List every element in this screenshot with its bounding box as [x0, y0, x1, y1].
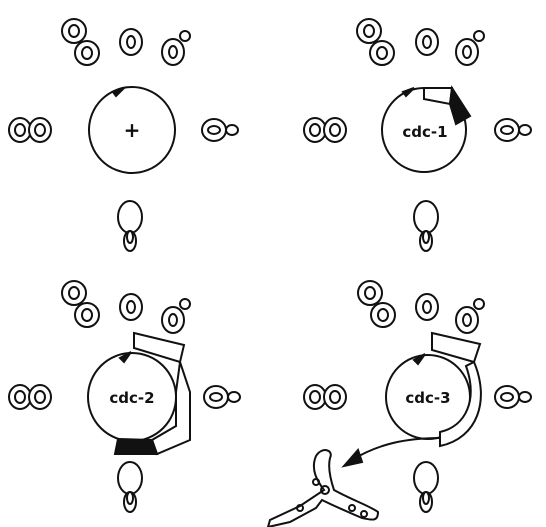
cycle-circle [88, 86, 176, 174]
panel-label: cdc-3 [405, 389, 450, 407]
arrest-block-solid [448, 85, 472, 126]
panel-label: + [124, 118, 141, 142]
panel-label: cdc-1 [402, 123, 447, 141]
cycle-arrow [118, 351, 132, 364]
panel-cdc-1: cdc-1 [303, 18, 532, 252]
cell-budded-side [494, 118, 532, 142]
cycle-arrow [412, 353, 426, 366]
panel-label: cdc-2 [109, 389, 154, 407]
cell-elongated [413, 200, 439, 252]
cell-budded-side [203, 385, 241, 409]
arrest-block-open [423, 87, 454, 106]
arrest-block-open [431, 331, 482, 364]
branched-cell [266, 449, 380, 527]
cell-pair [8, 384, 52, 410]
cell-pair [303, 117, 347, 143]
cell-diag-pair [61, 280, 100, 328]
cell-elongated [117, 200, 143, 252]
branch-arrow [351, 437, 441, 461]
cycle-arrow [401, 87, 415, 98]
cell-single [415, 28, 439, 56]
panel-wild-type: + [8, 18, 239, 252]
cell-budded [455, 298, 485, 334]
panel-cdc-3: cdc-3 [266, 280, 532, 527]
cell-budded-side [494, 385, 532, 409]
cell-pair [303, 384, 347, 410]
cell-budded [161, 298, 191, 334]
cell-diag-pair [61, 18, 100, 66]
cell-elongated [413, 461, 439, 513]
cell-diag-pair [356, 18, 395, 66]
arrest-block-solid [113, 437, 159, 455]
panel-cdc-2: cdc-2 [8, 280, 241, 513]
arrest-block-open [133, 331, 186, 364]
cell-budded-side [201, 118, 239, 142]
cell-pair [8, 117, 52, 143]
cell-diag-pair [357, 280, 396, 328]
cell-single [119, 293, 143, 321]
cell-elongated [117, 461, 143, 513]
cell-budded [161, 30, 191, 66]
cell-single [415, 293, 439, 321]
cell-budded [455, 30, 485, 66]
branch-arrowhead [341, 448, 364, 468]
cell-single [119, 28, 143, 56]
cycle-arrow [111, 87, 125, 98]
